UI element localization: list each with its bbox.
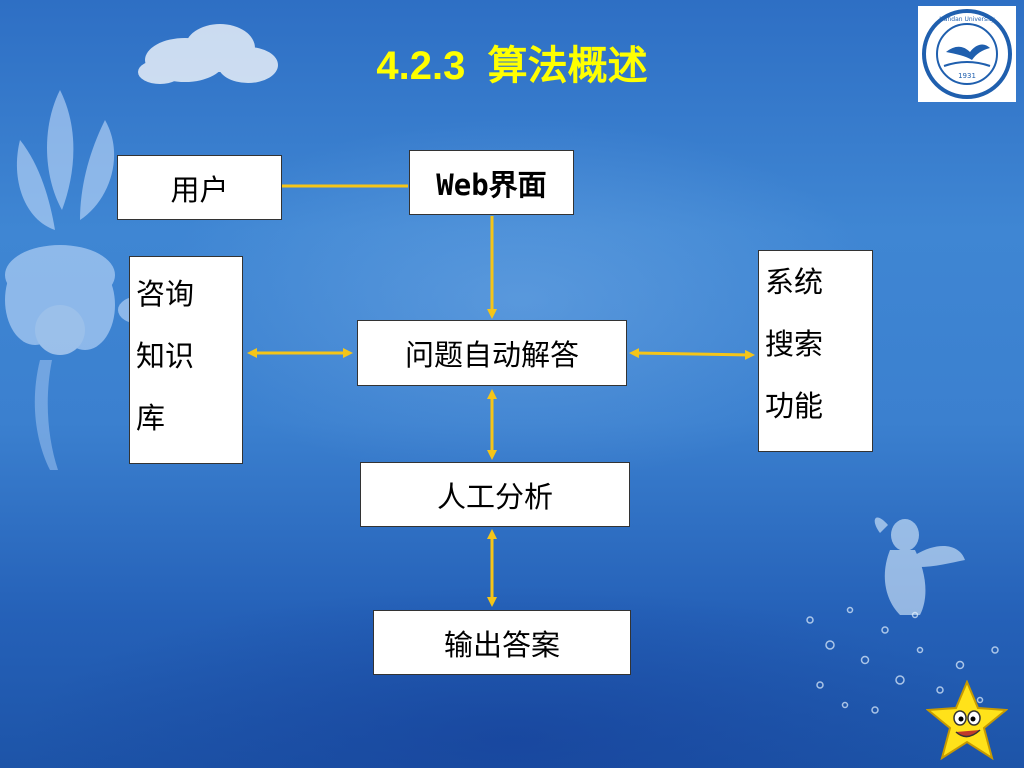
- logo-name: Handan University: [939, 16, 995, 23]
- cloud-icon: [138, 24, 278, 84]
- bubbles-icon: [806, 606, 999, 714]
- node-kb-line-2: 知识: [136, 339, 195, 373]
- arrow-auto-answer-search: [629, 348, 755, 360]
- logo-year: 1931: [958, 72, 976, 80]
- node-auto-answer-label: 问题自动解答: [404, 338, 579, 372]
- node-system-search: 系统 搜索 功能: [758, 250, 873, 452]
- node-search-line-2: 搜索: [765, 327, 824, 361]
- node-auto-answer: 问题自动解答: [357, 320, 627, 386]
- node-manual-analysis-label: 人工分析: [436, 479, 553, 514]
- slide-title: 4.2.3 算法概述: [376, 44, 648, 88]
- node-knowledge-base: 咨询 知识 库: [129, 256, 243, 464]
- node-search-line-3: 功能: [765, 389, 824, 423]
- university-logo: 1931 Handan University: [918, 6, 1016, 102]
- star-mascot-icon: [926, 680, 1008, 761]
- node-kb-line-3: 库: [136, 401, 166, 435]
- node-search-line-1: 系统: [765, 265, 824, 299]
- university-seal-icon: 1931 Handan University: [922, 9, 1012, 99]
- node-web-ui: Web界面: [409, 150, 574, 215]
- fairy-icon: [874, 517, 965, 615]
- node-user-label: 用户: [170, 172, 229, 207]
- node-user: 用户: [117, 155, 282, 220]
- node-kb-line-1: 咨询: [136, 277, 195, 311]
- node-manual-analysis: 人工分析: [360, 462, 630, 527]
- node-output-answer: 输出答案: [373, 610, 631, 675]
- node-output-answer-label: 输出答案: [443, 627, 560, 662]
- node-web-ui-label: Web界面: [436, 167, 547, 202]
